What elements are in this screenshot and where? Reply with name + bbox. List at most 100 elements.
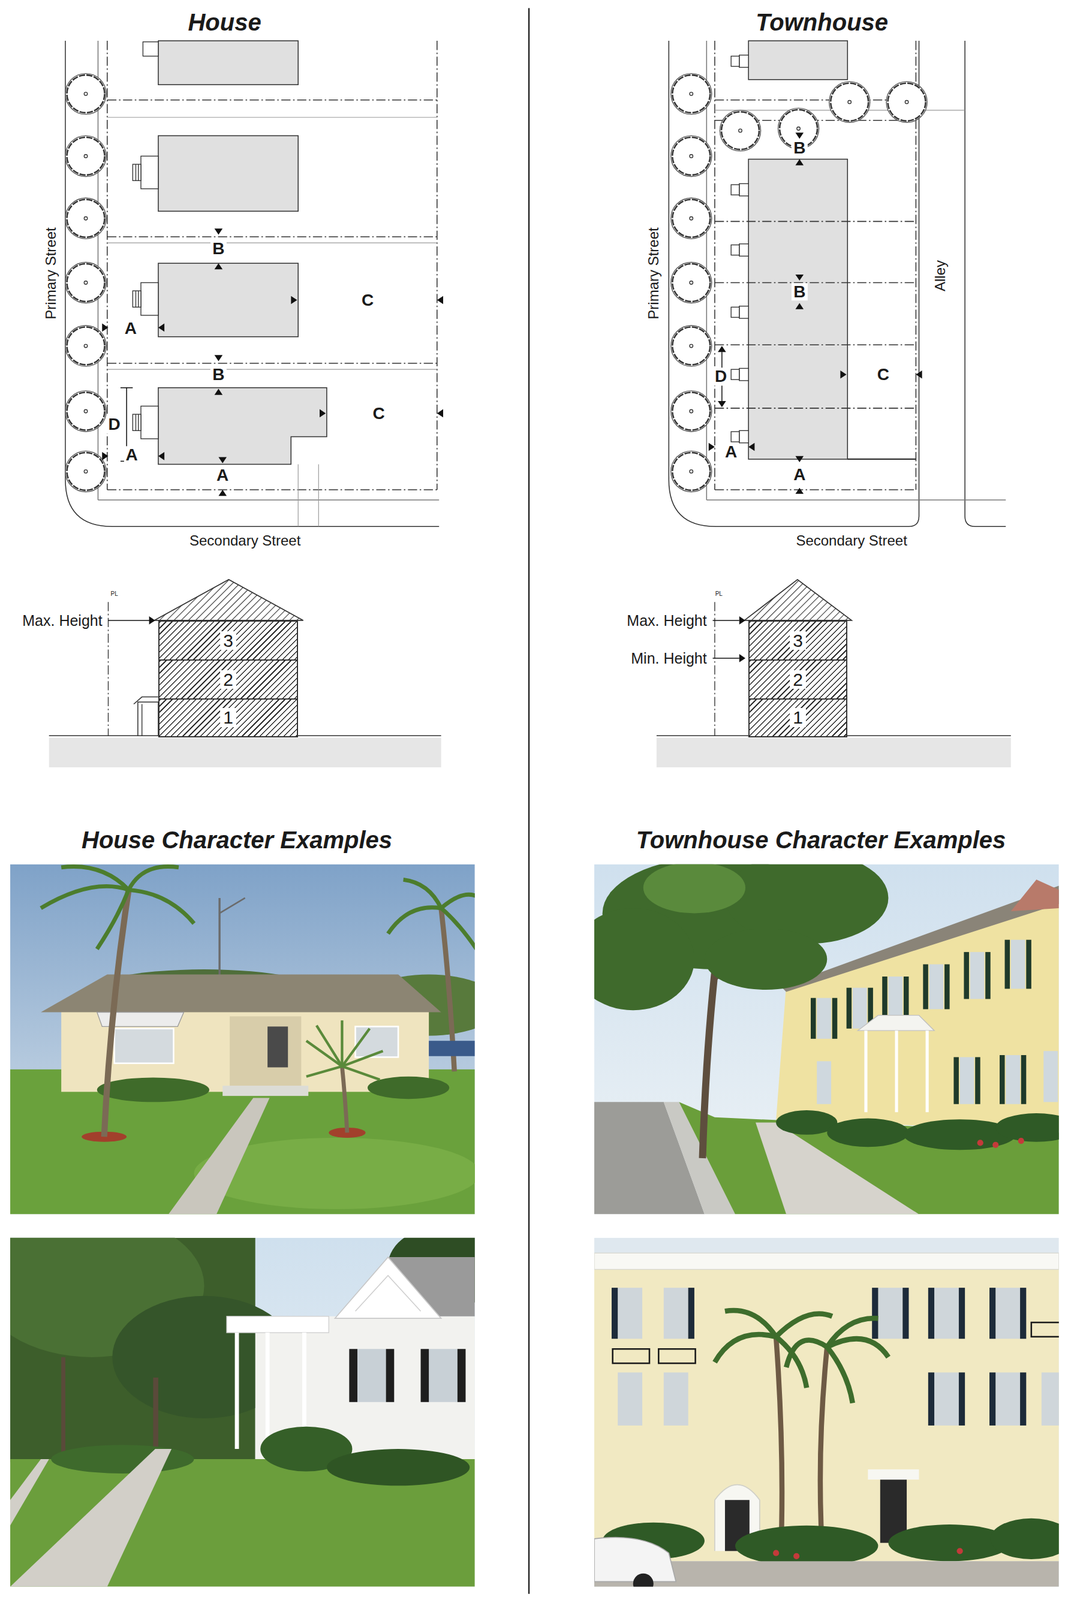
townhouse-photo <box>816 940 1058 1105</box>
curb-line <box>668 40 919 527</box>
townhouse-photo <box>902 1288 909 1340</box>
setback-line <box>107 116 438 118</box>
property-line-tag: PL <box>713 591 725 598</box>
dimension-letter: D <box>712 368 729 386</box>
townhouse-photo <box>1020 1372 1027 1426</box>
fence-line <box>847 458 916 460</box>
townhouse-photo <box>989 1372 996 1426</box>
street-tree <box>671 135 712 177</box>
townhouse-photo <box>970 952 985 1000</box>
porch-stoop <box>739 55 749 68</box>
townhouse-photo <box>865 1030 928 1113</box>
townhouse-photo <box>1011 879 1060 912</box>
property-line <box>107 99 438 101</box>
street-tree <box>65 325 107 367</box>
porch-roof <box>133 697 159 705</box>
house-photo <box>420 1349 430 1403</box>
roof <box>744 579 852 621</box>
dimension-letter: C <box>875 365 892 384</box>
townhouse-photo <box>602 1518 1060 1567</box>
floor-number: 1 <box>789 708 806 728</box>
street-name: Secondary Street <box>793 533 909 549</box>
ground <box>656 738 1012 768</box>
house-photo <box>316 1026 343 1067</box>
house-photo <box>340 1020 344 1067</box>
floor-box: 3 <box>748 620 848 661</box>
curb-line <box>65 40 439 527</box>
street-name: Primary Street <box>43 226 59 322</box>
townhouse-photo <box>928 1372 935 1426</box>
townhouse-photo <box>1026 940 1032 990</box>
dimension-letter: C <box>371 404 387 423</box>
street-tree <box>65 73 107 493</box>
townhouse-photo <box>867 1469 919 1480</box>
floor-number: 3 <box>220 631 237 651</box>
dimension-arrow <box>717 401 727 408</box>
setback-line <box>298 464 299 527</box>
floor-box: 2 <box>158 659 299 700</box>
porch-stoop <box>739 430 749 443</box>
dimension-letter: A <box>122 320 139 338</box>
house-photo <box>50 1445 194 1474</box>
dimension-arrow <box>158 323 165 333</box>
porch-stoop <box>730 307 740 318</box>
townhouse-footprint <box>748 40 848 80</box>
floor-number: 1 <box>220 708 237 728</box>
townhouse-photo <box>882 976 888 1020</box>
porch-stoop <box>140 155 159 189</box>
townhouse-photo <box>894 1030 898 1113</box>
height-arrow <box>107 620 150 622</box>
house-photo <box>326 1449 470 1486</box>
property-line <box>714 99 916 101</box>
house-photo <box>168 1098 270 1215</box>
house-elevation <box>49 579 442 768</box>
house-photo <box>40 867 194 950</box>
townhouse-photo <box>975 1057 981 1104</box>
townhouse-photo <box>663 1372 689 1426</box>
townhouse-photo <box>1005 940 1011 990</box>
setback-line <box>318 464 320 527</box>
house-photo <box>386 1349 395 1403</box>
townhouse-photo <box>617 1288 643 1340</box>
height-arrow <box>739 616 746 625</box>
dimension-arrow <box>795 456 804 463</box>
house-photo <box>61 867 129 891</box>
floor-box: 2 <box>748 659 848 700</box>
house-photo <box>341 1066 380 1080</box>
unit-line <box>714 407 916 409</box>
townhouse-photo <box>826 1339 889 1358</box>
ground <box>49 738 442 768</box>
house-photo <box>226 1316 329 1334</box>
house-photo <box>387 907 442 935</box>
street-tree <box>65 262 107 303</box>
section-heading: House Character Examples <box>79 827 394 853</box>
townhouse-photo <box>594 1265 1060 1563</box>
dimension-letter: B <box>210 365 227 384</box>
townhouse-photo <box>826 1318 878 1348</box>
property-line <box>107 489 438 491</box>
house-photo <box>10 1449 172 1588</box>
townhouse-photo <box>1021 1055 1027 1105</box>
dimension-arrow <box>214 355 224 361</box>
porch-stoop <box>739 368 749 381</box>
house-photo <box>219 898 246 914</box>
height-arrow <box>739 654 746 663</box>
townhouse-photo <box>611 1288 1027 1426</box>
dimension-letter: A <box>791 465 808 484</box>
townhouse-photo <box>995 1288 1021 1340</box>
floor-box: 1 <box>158 698 299 738</box>
porch-stoop <box>132 164 141 181</box>
house-photo <box>335 1257 442 1319</box>
dimension-arrow <box>158 452 165 461</box>
house-photo <box>341 1066 348 1134</box>
section-heading: Townhouse <box>753 9 890 35</box>
townhouse-photo <box>714 1334 776 1363</box>
townhouse-photo <box>925 1030 929 1113</box>
townhouse-photo <box>957 1548 964 1555</box>
house-photo <box>387 879 475 955</box>
townhouse-photo <box>1031 1322 1060 1338</box>
porch <box>137 702 159 736</box>
townhouse-photo <box>871 1288 878 1340</box>
townhouse-photo <box>958 1372 965 1426</box>
